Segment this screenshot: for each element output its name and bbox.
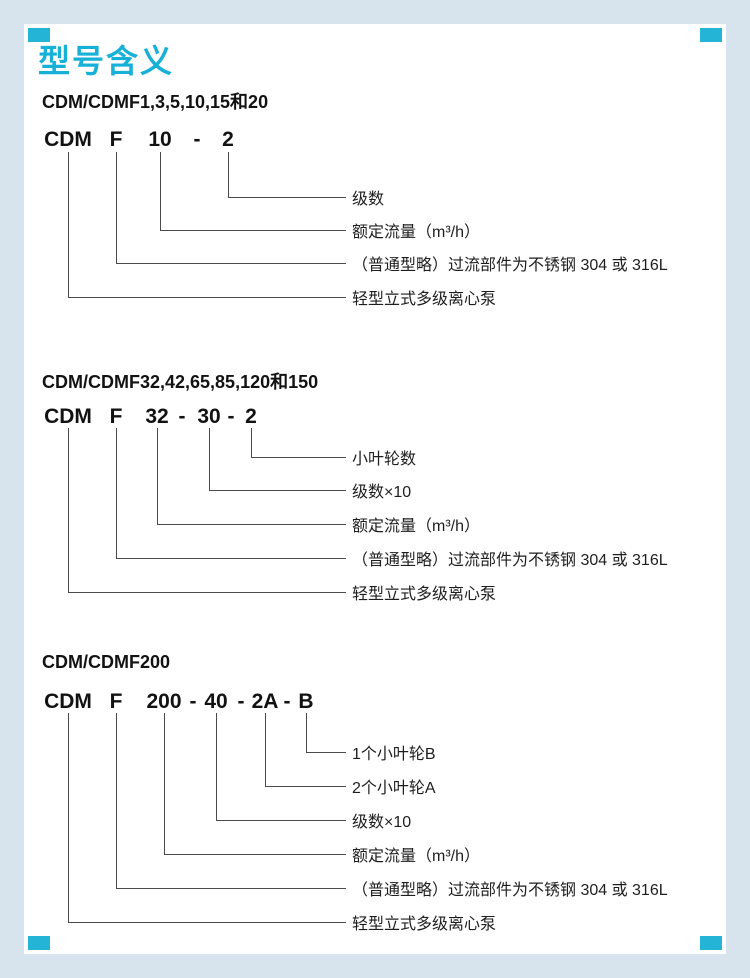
section-heading: CDM/CDMF32,42,65,85,120和150 bbox=[42, 372, 319, 392]
code-meaning-label: 级数×10 bbox=[352, 814, 412, 831]
corner-mark bbox=[28, 936, 50, 950]
code-meaning-label: 额定流量（m³/h） bbox=[352, 224, 481, 241]
model-code-token: 200 bbox=[146, 690, 182, 713]
page-title: 型号含义 bbox=[38, 43, 175, 79]
model-code-token: 2 bbox=[245, 405, 257, 428]
code-meaning-label: 1个小叶轮B bbox=[352, 746, 436, 763]
model-code-token: F bbox=[109, 690, 123, 713]
connector-line bbox=[228, 152, 346, 198]
model-code-token: F bbox=[109, 128, 123, 151]
code-meaning-label: 额定流量（m³/h） bbox=[352, 848, 481, 865]
code-meaning-label: 级数 bbox=[352, 191, 385, 208]
connector-line bbox=[116, 713, 346, 889]
connector-line bbox=[265, 713, 346, 787]
connector-line bbox=[306, 713, 346, 753]
model-code-token: - bbox=[227, 405, 235, 428]
code-meaning-label: 级数×10 bbox=[352, 484, 412, 501]
model-code-token: 30 bbox=[197, 405, 221, 428]
model-code-token: 32 bbox=[145, 405, 169, 428]
connector-line bbox=[157, 428, 346, 525]
model-code-token: - bbox=[189, 690, 197, 713]
model-code-token: - bbox=[178, 405, 186, 428]
code-meaning-label: 轻型立式多级离心泵 bbox=[352, 291, 497, 308]
corner-mark bbox=[28, 28, 50, 42]
code-meaning-label: 2个小叶轮A bbox=[352, 780, 436, 797]
connector-line bbox=[68, 152, 346, 298]
connector-line bbox=[160, 152, 346, 231]
connector-line bbox=[164, 713, 346, 855]
connector-line bbox=[216, 713, 346, 821]
model-code-token: 40 bbox=[204, 690, 228, 713]
corner-mark bbox=[700, 28, 722, 42]
model-code-token: 10 bbox=[148, 128, 172, 151]
connector-line bbox=[116, 428, 346, 559]
code-meaning-label: 小叶轮数 bbox=[352, 451, 417, 468]
code-meaning-label: （普通型略）过流部件为不锈钢 304 或 316L bbox=[352, 257, 668, 274]
connector-line bbox=[116, 152, 346, 264]
code-meaning-label: 额定流量（m³/h） bbox=[352, 518, 481, 535]
model-code-token: B bbox=[298, 690, 314, 713]
section-heading: CDM/CDMF200 bbox=[42, 652, 171, 672]
model-code-token: CDM bbox=[44, 128, 92, 151]
catalog-page: 型号含义 CDM/CDMF1,3,5,10,15和20 CDM F 10 - 2… bbox=[24, 24, 726, 954]
model-code-token: F bbox=[109, 405, 123, 428]
connector-line bbox=[209, 428, 346, 491]
section-heading: CDM/CDMF1,3,5,10,15和20 bbox=[42, 92, 269, 112]
model-code-token: 2 bbox=[222, 128, 234, 151]
model-code-token: CDM bbox=[44, 405, 92, 428]
model-code-token: 2A bbox=[251, 690, 279, 713]
model-code-token: - bbox=[193, 128, 201, 151]
code-meaning-label: （普通型略）过流部件为不锈钢 304 或 316L bbox=[352, 552, 668, 569]
connector-line bbox=[68, 713, 346, 923]
corner-mark bbox=[700, 936, 722, 950]
model-code-token: CDM bbox=[44, 690, 92, 713]
connector-line bbox=[251, 428, 346, 458]
model-code-token: - bbox=[237, 690, 245, 713]
connector-line bbox=[68, 428, 346, 593]
code-meaning-label: （普通型略）过流部件为不锈钢 304 或 316L bbox=[352, 882, 668, 899]
code-meaning-label: 轻型立式多级离心泵 bbox=[352, 586, 497, 603]
code-meaning-label: 轻型立式多级离心泵 bbox=[352, 916, 497, 933]
model-code-token: - bbox=[283, 690, 291, 713]
